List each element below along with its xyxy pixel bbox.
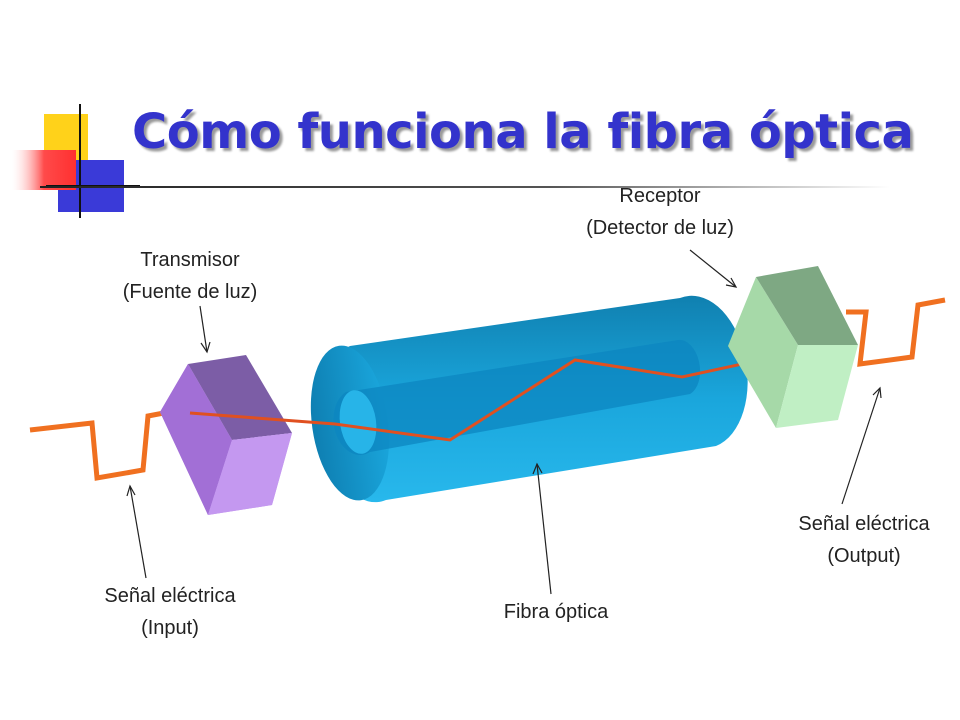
light-path (189, 356, 771, 442)
output-signal-label-line2: (Output) (827, 545, 901, 567)
title-underline (40, 186, 890, 188)
receiver-top-face (756, 266, 858, 345)
receiver-arrow (689, 249, 737, 288)
transmitter-label: Transmisor (Fuente de luz) (100, 244, 280, 308)
fiber-label-line1: Fibra óptica (503, 601, 609, 623)
receiver-label: Receptor (Detector de luz) (560, 180, 760, 244)
transmitter-cube (160, 355, 292, 515)
transmitter-side-face (160, 364, 232, 515)
transmitter-arrow (199, 305, 208, 353)
transmitter-label-line2: (Fuente de luz) (122, 281, 258, 303)
page-title: Cómo funciona la fibra óptica (132, 104, 914, 160)
input-signal-label-line2: (Input) (141, 617, 199, 639)
pointer-arrows (126, 249, 882, 595)
fiber-arrow (536, 463, 552, 595)
receiver-arrow-head (725, 277, 738, 288)
fiber-cylinder (310, 295, 748, 503)
transmitter-front-face (208, 433, 292, 515)
input-signal-label: Señal eléctrica (Input) (70, 580, 270, 644)
fiber-arrow-head (532, 462, 543, 475)
fiber-label: Fibra óptica (466, 596, 646, 628)
output-signal-label: Señal eléctrica (Output) (764, 508, 960, 572)
receiver-label-line2: (Detector de luz) (586, 217, 734, 239)
transmitter-label-line1: Transmisor (140, 249, 240, 271)
output-signal-label-line1: Señal eléctrica (798, 513, 930, 535)
receiver-front-face (776, 345, 858, 428)
input-signal-arrow (129, 485, 147, 579)
receiver-side-face (728, 277, 798, 428)
transmitter-arrow-head (200, 341, 211, 354)
output-signal-arrow-head (872, 386, 882, 399)
input-signal-label-line1: Señal eléctrica (104, 585, 236, 607)
output-signal-wave (846, 297, 946, 367)
fiber-core-end (339, 390, 377, 454)
input-signal-arrow-head (126, 484, 136, 497)
receiver-cube (728, 266, 858, 428)
receiver-label-line1: Receptor (619, 185, 701, 207)
red-block (12, 150, 76, 190)
output-signal-arrow (841, 387, 881, 505)
input-signal-wave (29, 405, 191, 481)
